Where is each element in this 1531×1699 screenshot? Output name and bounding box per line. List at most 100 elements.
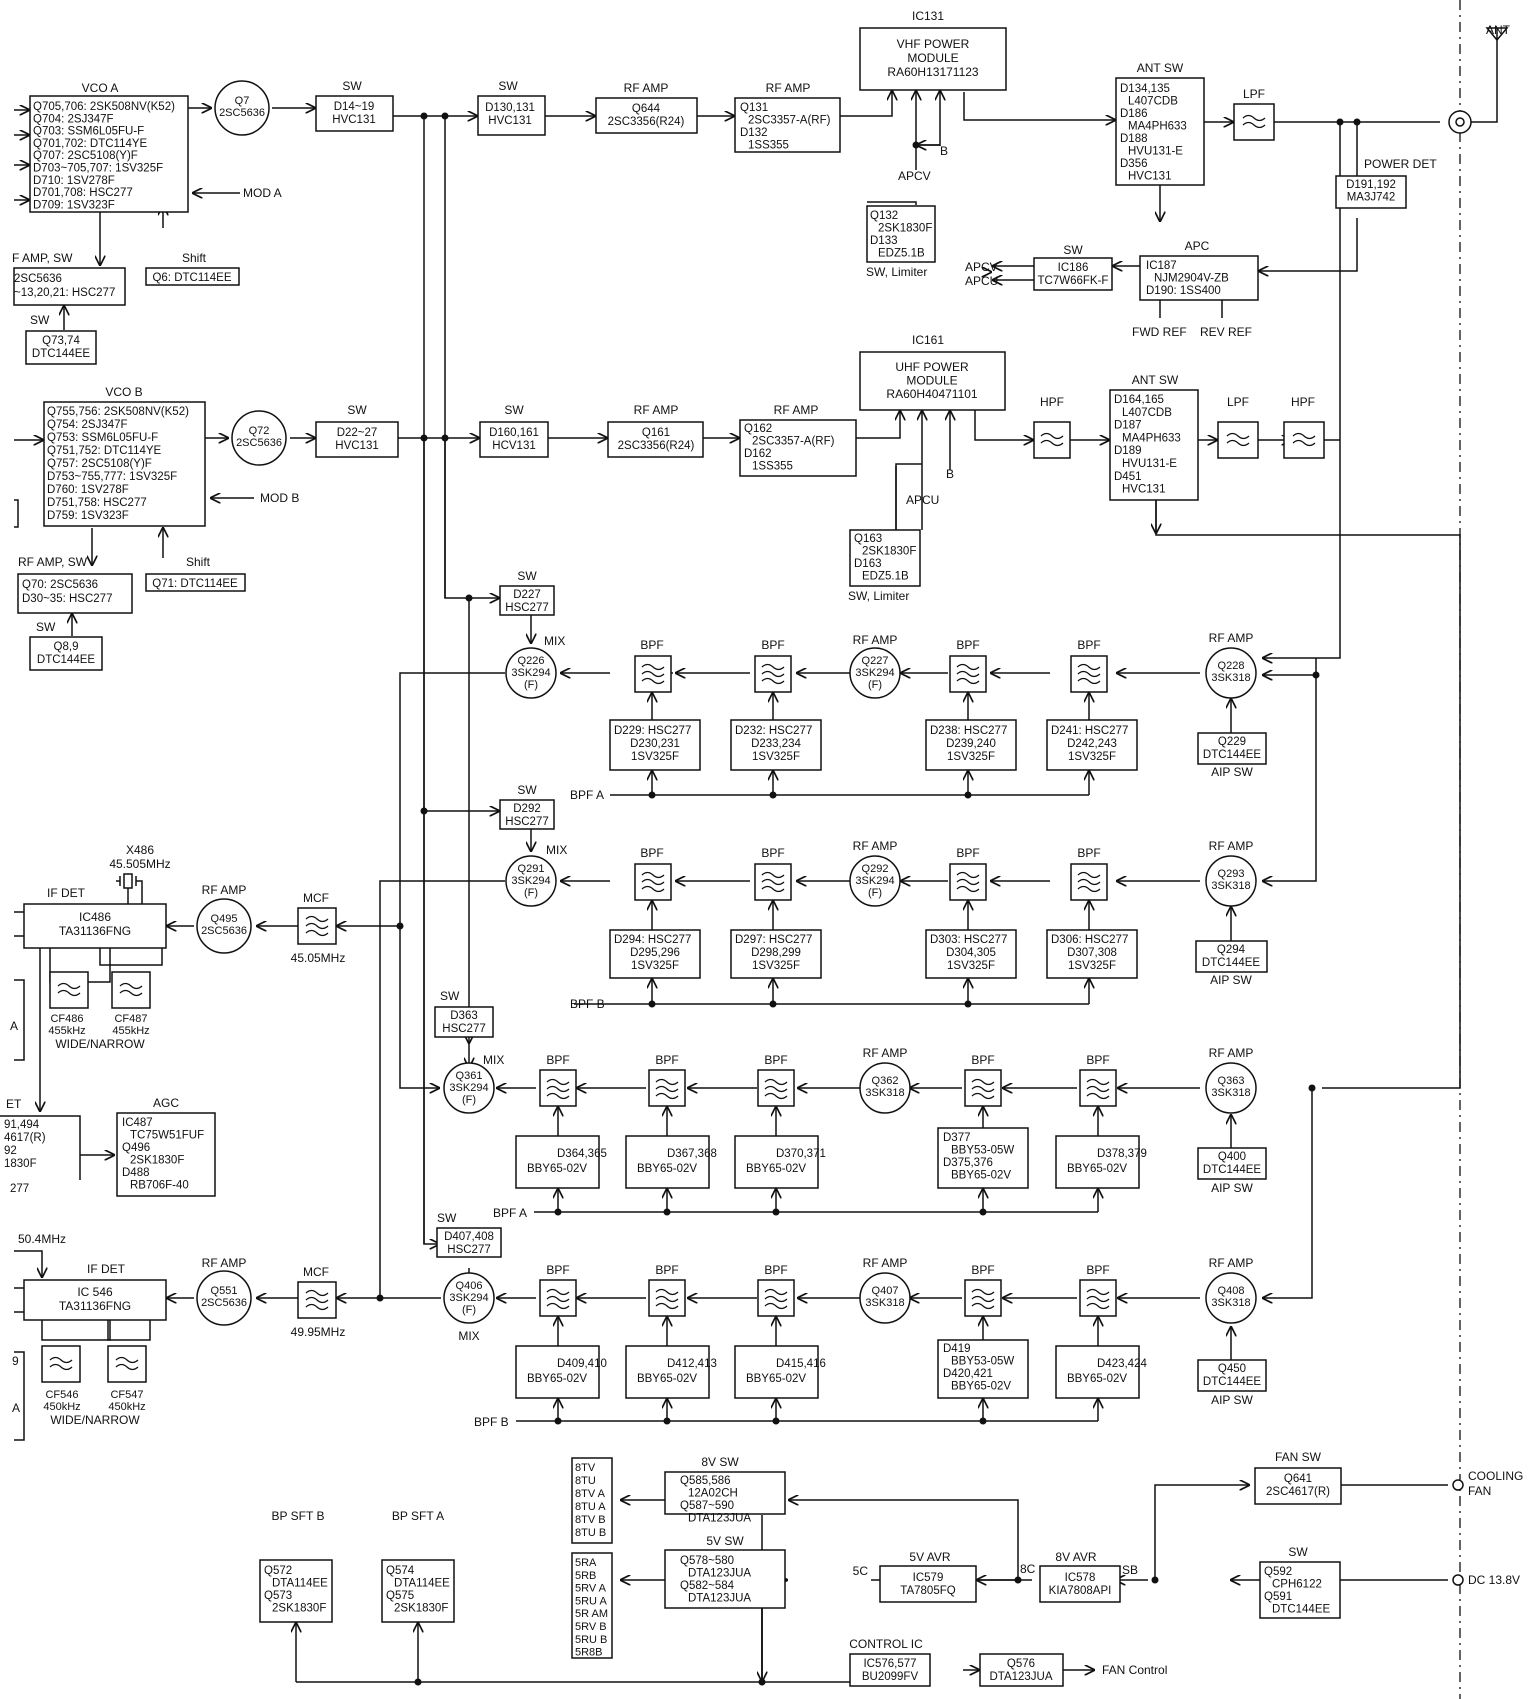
label-line: D163 [854,558,882,570]
label-line: D759: 1SV323F [47,510,129,522]
q226-circle [505,647,557,699]
label-line: BBY65-02V [527,1373,587,1385]
label-line: 5RA [575,1557,597,1569]
rfsw-b-title: RF AMP, SW [18,555,88,569]
limiter-label-vhf: SW, Limiter [866,265,927,279]
label-line: 1SV325F [631,960,679,972]
sw8v-outs-block [571,1457,613,1544]
label-line: Q291 [518,863,545,875]
label-line: BBY65-02V [951,1381,1011,1393]
if2-freq-in: 50.4MHz [18,1232,66,1246]
sw8v-block [664,1471,786,1515]
label-line: 2SC5636 [14,273,62,285]
rx4-sw-block [436,1227,502,1258]
ctrl-title: CONTROL IC [849,1637,923,1651]
label-line: DTC144EE [1272,1604,1330,1616]
label-line: Q8,9 [54,641,79,653]
label-line: D363 [450,1010,478,1022]
label-line: 2SK1830F [394,1603,448,1615]
label-line: 8TU [575,1475,596,1487]
label-line: 2SC3357-A(RF) [752,436,835,448]
label-line: BBY65-02V [527,1163,587,1175]
label-line: Q361 [456,1070,483,1082]
label-line: 91,494 [4,1119,40,1131]
label-line: HSC277 [447,1244,490,1256]
rx1-d4 [1046,719,1138,771]
label-line: (F) [524,887,538,899]
label-line: IC 546 [77,1285,113,1299]
q228-circle [1205,647,1257,699]
rx3-d2 [625,1135,710,1189]
rx1-d3 [925,719,1017,771]
q132-block [866,205,936,263]
label-line: (F) [462,1094,476,1106]
label-line: Q400 [1218,1151,1246,1163]
uhf-rf2-title: RF AMP [774,403,819,417]
c8-label: 8C [1020,1562,1036,1576]
label-line: BBY53-05W [951,1145,1014,1157]
hpf2-uhf-block [1283,421,1325,459]
sb-label: SB [1122,1563,1138,1577]
label-line: L407CDB [1122,407,1172,419]
label-line: NJM2904V-ZB [1154,273,1229,285]
label-line: BBY65-02V [1067,1373,1127,1385]
label-line: Q582~584 [680,1580,735,1592]
label-line: HVC131 [1122,484,1165,496]
label-line: D188 [1120,133,1148,145]
if2-cut9: 9 [12,1354,19,1368]
label-line: MA4PH633 [1128,121,1187,133]
vco-b-block [43,401,206,527]
label-line: Q707: 2SC5108(Y)F [33,150,138,162]
label-line: DTA123JUA [688,1568,751,1580]
rx3-rfamp-title: RF AMP [863,1046,908,1060]
label-line: ~13,20,21: HSC277 [14,287,115,299]
label-line: Q132 [870,210,898,222]
label-line: D133 [870,235,898,247]
lpf-uhf-title: LPF [1227,395,1249,409]
rx4-bpf3 [757,1279,795,1317]
rx1-bpf4-title: BPF [1077,638,1100,652]
label-line: 1SV325F [1068,751,1116,763]
ifdet1-title: IF DET [47,886,86,900]
label-line: DTC144EE [32,348,90,360]
q229-block [1197,732,1267,765]
rf2-title: RF AMP [766,81,811,95]
q450-block [1197,1359,1267,1392]
rev-ref-label: REV REF [1200,325,1252,339]
label-line: D130,131 [485,102,535,114]
q495-circle [196,898,252,954]
label-line: TA7805FQ [900,1585,955,1597]
label-line: Q585,586 [680,1475,731,1487]
shift-a-label: Shift [182,251,207,265]
label-line: D229: HSC277 [614,725,691,737]
ifdet2-title: IF DET [87,1262,126,1276]
lpf-uhf-block [1217,421,1259,459]
rx4-rfamp2-title: RF AMP [1209,1256,1254,1270]
label-line: Q496 [122,1142,150,1154]
label-line: 3SK294 [511,667,550,679]
rx4-bpf2 [648,1279,686,1317]
rfsw-a-block [13,267,126,306]
label-line: Q226 [518,655,545,667]
rx2-bpf-ctrl: BPF B [570,997,605,1011]
label-line: D375,376 [943,1157,993,1169]
label-line: D307,308 [1067,947,1117,959]
label-line: X486 [126,843,154,857]
label-line: 3SK318 [1211,880,1250,892]
